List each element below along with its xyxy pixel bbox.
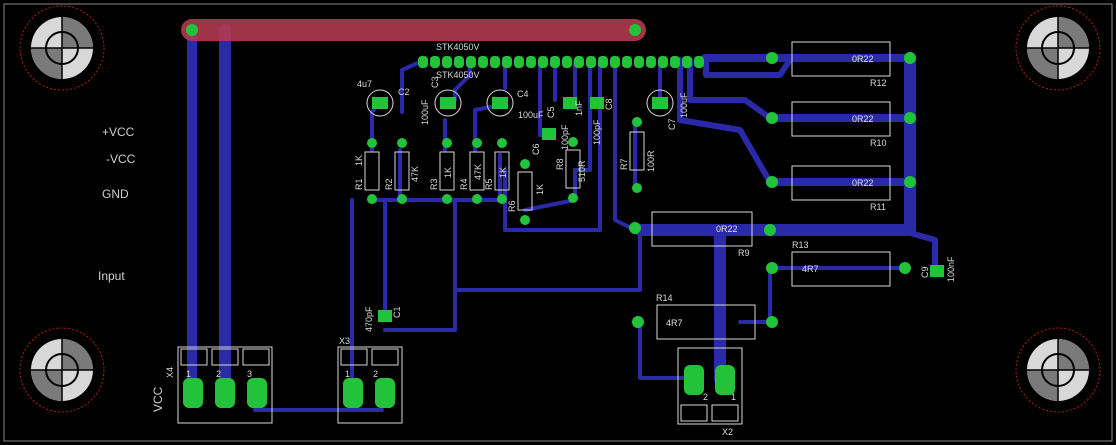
resistor-r11-value: 0R22: [852, 178, 874, 188]
resistor-r1-value: 1K: [354, 155, 364, 166]
connector-x4-name: X4: [165, 367, 175, 378]
connector-x3-name: X3: [339, 336, 350, 346]
resistor-r6-name: R6: [507, 200, 517, 212]
connector-x4-label: VCC: [151, 386, 165, 412]
cap-c8-value: 100pF: [592, 119, 602, 145]
cap-c7: C7 100uF: [646, 89, 689, 130]
board-outline: [3, 3, 1113, 442]
resistor-r8-value: 510R: [577, 160, 587, 182]
resistor-r13-value: 4R7: [802, 264, 819, 274]
connector-x4-pin3: 3: [247, 369, 252, 379]
resistor-r12: 0R22 R12: [766, 41, 916, 88]
resistor-r5: R5 1K: [484, 138, 510, 204]
cap-c4: C4 100uF: [486, 89, 544, 120]
resistor-r5-value: 1K: [498, 167, 508, 178]
connector-x2-name: X2: [722, 427, 733, 437]
ic-value: STK4050V: [436, 70, 480, 80]
mounting-hole-bottom-left: [19, 327, 105, 413]
ic-stk4050v: STK4050V STK4050V: [186, 24, 704, 80]
resistor-r11: 0R22 R11: [766, 165, 916, 212]
resistor-r13-name: R13: [792, 240, 809, 250]
label-vcc-pos: +VCC: [102, 125, 135, 139]
connector-x3-pin1: 1: [345, 369, 350, 379]
connector-x2-pin2: 2: [703, 392, 708, 402]
cap-c6: C6 100pF: [531, 124, 570, 155]
connector-x3-pin2: 2: [373, 369, 378, 379]
cap-c7-name: C7: [667, 118, 677, 130]
connector-x4-pin1: 1: [186, 369, 191, 379]
resistor-r6: R6 1K: [507, 159, 545, 225]
resistor-r8-name: R8: [555, 158, 565, 170]
label-gnd: GND: [102, 187, 129, 201]
resistor-r9-name: R9: [738, 248, 750, 258]
resistor-r8: R8 510R: [555, 137, 587, 203]
ic-name: STK4050V: [436, 42, 480, 52]
resistor-r4-name: R4: [459, 178, 469, 190]
resistor-r7: R7 100R: [619, 117, 656, 193]
cap-c3-value: 100uF: [420, 99, 430, 125]
resistor-r12-name: R12: [870, 78, 887, 88]
cap-c5-name: C5: [546, 106, 556, 118]
bottom-traces: [187, 24, 938, 412]
connector-x2-pin1: 1: [731, 392, 736, 402]
resistor-r10: 0R22 R10: [766, 101, 916, 148]
connector-x4: 1 2 3 X4 VCC: [151, 346, 273, 424]
resistor-r9-value: 0R22: [716, 224, 738, 234]
cap-c4-name: C4: [517, 89, 529, 99]
cap-c6-value: 100pF: [560, 124, 570, 150]
cap-c1: C1 470pF: [364, 306, 402, 332]
resistor-r2-value: 47K: [410, 166, 420, 182]
resistor-r11-name: R11: [870, 202, 886, 212]
cap-c9-name: C9: [920, 266, 930, 278]
resistor-r12-value: 0R22: [852, 54, 874, 64]
resistor-r5-name: R5: [484, 178, 494, 190]
cap-c1-value: 470pF: [364, 306, 374, 332]
connector-x3: 1 2 X3: [337, 336, 403, 424]
resistor-r4-value: 47K: [473, 164, 483, 180]
resistor-r2-name: R2: [384, 178, 394, 190]
resistor-r14: 4R7 R14: [632, 293, 778, 340]
resistor-r1-name: R1: [354, 178, 364, 190]
cap-c2-name: C2: [398, 87, 410, 97]
resistor-r7-value: 100R: [646, 150, 656, 172]
mounting-hole-bottom-right: [1015, 327, 1101, 413]
resistor-r14-name: R14: [656, 293, 673, 303]
resistor-r3-value: 1K: [443, 167, 453, 178]
cap-c1-name: C1: [392, 306, 402, 318]
resistor-r3-name: R3: [429, 178, 439, 190]
connector-x2: 2 1 X2: [677, 347, 743, 437]
resistor-r9: 0R22 R9: [629, 211, 776, 258]
cap-c2: 4u7 C2: [357, 79, 410, 117]
resistor-r6-value: 1K: [535, 184, 545, 195]
resistor-r2: R2 47K: [384, 138, 420, 204]
cap-c6-name: C6: [531, 143, 541, 155]
cap-c8-name: C8: [604, 98, 614, 110]
cap-c2-value: 4u7: [357, 79, 372, 89]
resistor-r1: R1 1K: [354, 138, 380, 204]
resistor-r10-name: R10: [870, 138, 887, 148]
cap-c7-value: 100uF: [679, 92, 689, 118]
mounting-hole-top-left: [19, 5, 105, 91]
cap-c3: C3 100uF: [420, 76, 462, 125]
resistor-r13: 4R7 R13: [766, 240, 911, 287]
label-input: Input: [98, 269, 125, 283]
label-vcc-neg: -VCC: [106, 152, 136, 166]
cap-c8: C8 100pF: [590, 97, 614, 145]
cap-c5: C5 1nF: [546, 97, 584, 118]
resistor-r10-value: 0R22: [852, 114, 874, 124]
mounting-holes: [19, 5, 1101, 413]
cap-c3-name: C3: [430, 76, 440, 88]
connector-x4-pin2: 2: [216, 369, 221, 379]
resistor-r4: R4 47K: [459, 138, 485, 204]
resistor-r3: R3 1K: [429, 138, 455, 204]
resistor-r14-value: 4R7: [666, 318, 683, 328]
resistor-r7-name: R7: [619, 158, 629, 170]
cap-c4-value: 100uF: [518, 110, 544, 120]
mounting-hole-top-right: [1015, 5, 1101, 91]
cap-c5-value: 1nF: [574, 100, 584, 116]
cap-c9-value: 100nF: [946, 256, 956, 282]
cap-c9: C9 100nF: [920, 256, 956, 282]
